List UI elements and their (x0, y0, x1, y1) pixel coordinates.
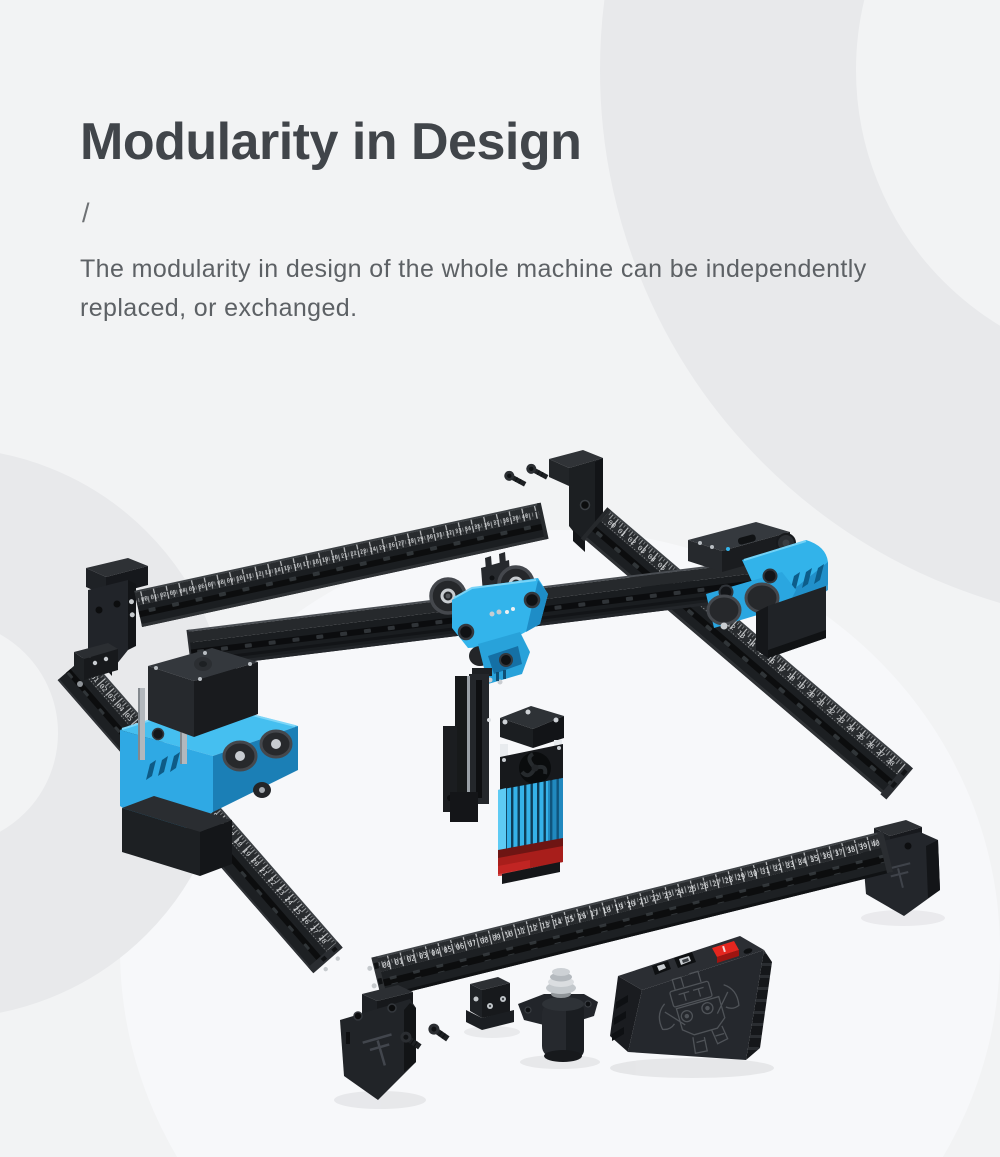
laser-nozzle (502, 862, 560, 884)
carriage-wheel (706, 582, 780, 630)
tension-knob (546, 968, 576, 998)
corner-plate-bracket (466, 977, 514, 1030)
page-description: The modularity in design of the whole ma… (80, 255, 867, 322)
screw (526, 463, 549, 480)
page-title: Modularity in Design (80, 113, 582, 171)
power-port (652, 961, 671, 975)
decor-ring-top-right (600, 0, 1000, 603)
screw (504, 470, 527, 487)
screw (400, 1031, 422, 1050)
z-axis-rail (443, 668, 492, 822)
divider-slash: / (82, 198, 90, 228)
laser-module (498, 706, 564, 884)
stepper-motor (138, 648, 258, 764)
left-rail-end-plate (74, 643, 118, 687)
stepper-motor (688, 522, 796, 572)
laser-heatsink-fins (498, 778, 563, 854)
front-rail: 00 01 02 03 04 05 06 07 08 09 10 11 12 1… (367, 831, 893, 999)
box-front-face (628, 950, 764, 1060)
belt-tensioner (518, 968, 598, 1062)
cooling-fan (519, 752, 551, 784)
control-box (610, 936, 772, 1060)
vent-slashes (146, 752, 180, 780)
top-rail: 00 01 02 03 04 05 06 07 08 09 10 11 12 1… (128, 502, 549, 627)
box-right-face (746, 950, 772, 1060)
carriage-wheel (222, 729, 293, 798)
tt-logo-engraving (362, 1033, 392, 1066)
usb-port (674, 952, 696, 968)
shadows (334, 910, 945, 1109)
frame-corner-bottom-left (340, 985, 416, 1100)
screw (428, 1023, 450, 1042)
laser-carriage (429, 552, 548, 685)
mascot-engraving (658, 970, 740, 1054)
right-motor-assembly (688, 522, 828, 658)
power-button (712, 941, 739, 963)
corner-bracket-top-right (549, 450, 603, 552)
left-motor-assembly (120, 648, 298, 876)
vent-chevrons (612, 995, 628, 1041)
